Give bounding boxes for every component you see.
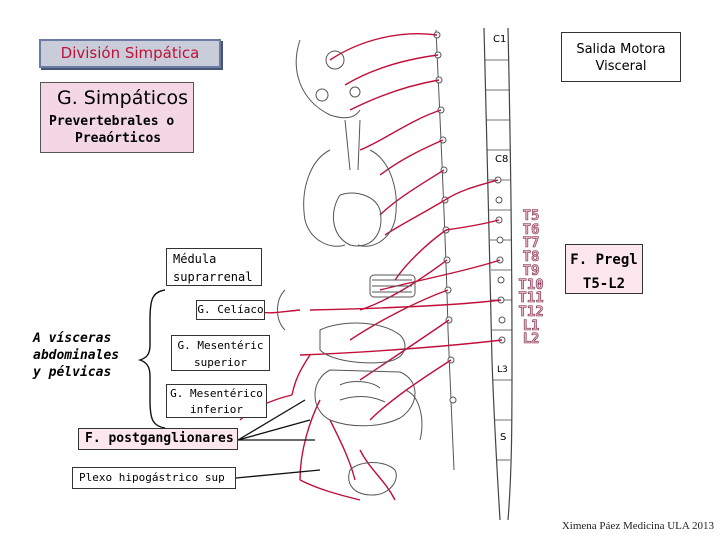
spinal-segments-list: T5 T6 T7 T8 T9 T10 T11 T12 L1 L2 bbox=[510, 208, 552, 348]
title-banner: División Simpática bbox=[39, 39, 221, 68]
adrenal-medulla-label: Médula suprarrenal bbox=[166, 248, 262, 286]
plexo-text: Plexo hipogástrico sup bbox=[79, 471, 225, 484]
head-outline bbox=[295, 39, 361, 119]
spinal-cord bbox=[483, 27, 513, 521]
segment-label: T12 bbox=[518, 303, 544, 320]
mesentsup-line: G. Mesentéric bbox=[177, 339, 264, 352]
inferior-mesenteric-label: G. Mesentérico inferior bbox=[166, 384, 267, 418]
ganglia-subtitle: Prevertebrales o Preaórticos bbox=[49, 113, 174, 147]
medula-line: Médula bbox=[173, 252, 217, 266]
segment-label: T7 bbox=[522, 235, 540, 252]
mesentinf-line: inferior bbox=[190, 403, 243, 416]
hypogastric-plexus-label: Plexo hipogástrico sup bbox=[72, 467, 236, 489]
postganglionic-label: F. postganglionares bbox=[78, 428, 238, 450]
mesentinf-line: G. Mesentérico bbox=[170, 387, 263, 400]
ganglia-subtitle-line: Prevertebrales o bbox=[49, 114, 175, 129]
segment-label: T11 bbox=[518, 290, 544, 307]
segment-label: T9 bbox=[522, 262, 540, 279]
segment-label: T6 bbox=[522, 221, 540, 238]
thoracic-organs bbox=[303, 119, 397, 247]
credit-text: Ximena Páez Medicina ULA 2013 bbox=[561, 520, 714, 532]
ganglia-title: G. Simpáticos bbox=[57, 87, 189, 109]
leader-lines bbox=[235, 399, 321, 479]
preganglionic-label: F. Pregl T5-L2 bbox=[565, 244, 643, 294]
medula-line: suprarrenal bbox=[173, 270, 253, 284]
abdominal-organs bbox=[277, 274, 423, 496]
visceras-line: A vísceras bbox=[33, 331, 112, 346]
superior-mesenteric-label: G. Mesentéric superior bbox=[171, 335, 270, 371]
segment-label: T8 bbox=[522, 249, 540, 266]
celiaco-text: G. Celíaco bbox=[197, 303, 264, 316]
visceras-label: A vísceras abdominales y pélvicas bbox=[33, 330, 119, 381]
cord-mark-bottom: S bbox=[500, 432, 506, 443]
celiac-ganglion-label: G. Celíaco bbox=[196, 300, 265, 320]
output-label: Salida Motora Visceral bbox=[576, 42, 666, 74]
nerve-fibers bbox=[239, 33, 503, 501]
segment-label: T5 bbox=[522, 208, 540, 224]
segment-label: L1 bbox=[522, 317, 540, 334]
postganglionic-text: F. postganglionares bbox=[85, 431, 234, 446]
visceras-line: abdominales bbox=[33, 348, 120, 363]
cord-mark-mid: C8 bbox=[495, 154, 508, 165]
mesentsup-line: superior bbox=[194, 356, 247, 369]
fpregl-line: T5-L2 bbox=[582, 276, 626, 292]
output-label-box: Salida Motora Visceral bbox=[561, 32, 681, 82]
cord-mark-lower: L3 bbox=[497, 365, 508, 375]
cord-mark-top: C1 bbox=[493, 34, 506, 45]
visceras-line: y pélvicas bbox=[33, 365, 112, 380]
fpregl-line: F. Pregl bbox=[570, 252, 638, 268]
ganglia-subtitle-line: Preaórticos bbox=[75, 131, 162, 146]
page-title: División Simpática bbox=[60, 44, 200, 62]
visceras-brace bbox=[137, 289, 166, 429]
segment-label: L2 bbox=[522, 331, 540, 348]
ganglia-box: G. Simpáticos Prevertebrales o Preaórtic… bbox=[40, 82, 194, 153]
segment-label: T10 bbox=[518, 276, 544, 293]
